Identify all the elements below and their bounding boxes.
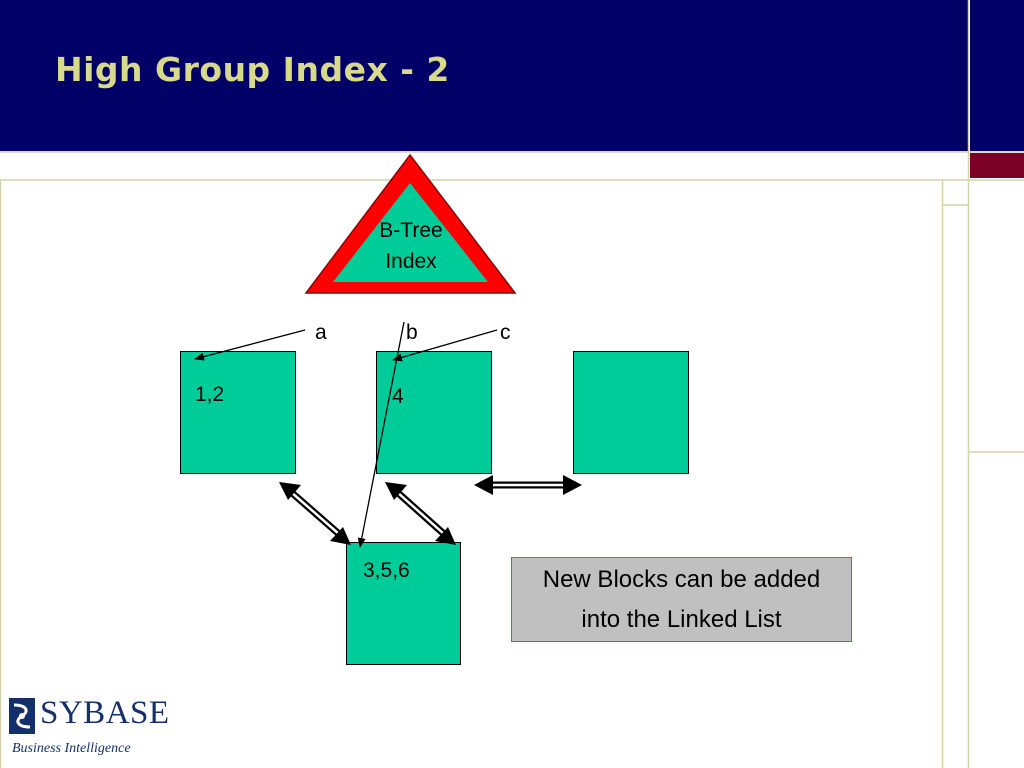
accent-bar [970,153,1024,178]
btree-index-triangle [304,153,517,294]
note-line-2: into the Linked List [581,605,782,633]
pointer-arrow-c [392,329,498,362]
link-arrow-block1-block4 [279,482,351,545]
link-arrow-block2-block4 [385,482,456,545]
key-label-c: c [500,321,511,344]
block-1-label: 1,2 [195,383,224,406]
sybase-tagline: Business Intelligence [12,741,131,756]
block-1 [180,351,296,474]
block-4-label: 3,5,6 [363,559,410,582]
block-3 [573,351,689,474]
block-4 [346,542,461,665]
key-label-a: a [315,321,327,344]
sybase-logo: SYBASE Business Intelligence [8,695,170,763]
block-2-label: 4 [392,385,404,408]
slide-title: High Group Index - 2 [55,50,450,89]
note-box: New Blocks can be added into the Linked … [511,557,852,642]
key-label-b: b [406,321,418,344]
link-arrow-block2-block3 [474,475,582,495]
pointer-arrow-a [194,329,306,361]
btree-label-line2: Index [385,250,437,273]
sybase-wordmark: SYBASE [40,695,170,731]
header-side-bar [970,0,1024,151]
sybase-emblem-icon [9,698,35,734]
note-line-1: New Blocks can be added [542,565,821,593]
header-bar [0,0,968,151]
block-2 [376,351,492,474]
btree-label-line1: B-Tree [379,219,442,242]
pointer-arrow-b [357,321,405,548]
